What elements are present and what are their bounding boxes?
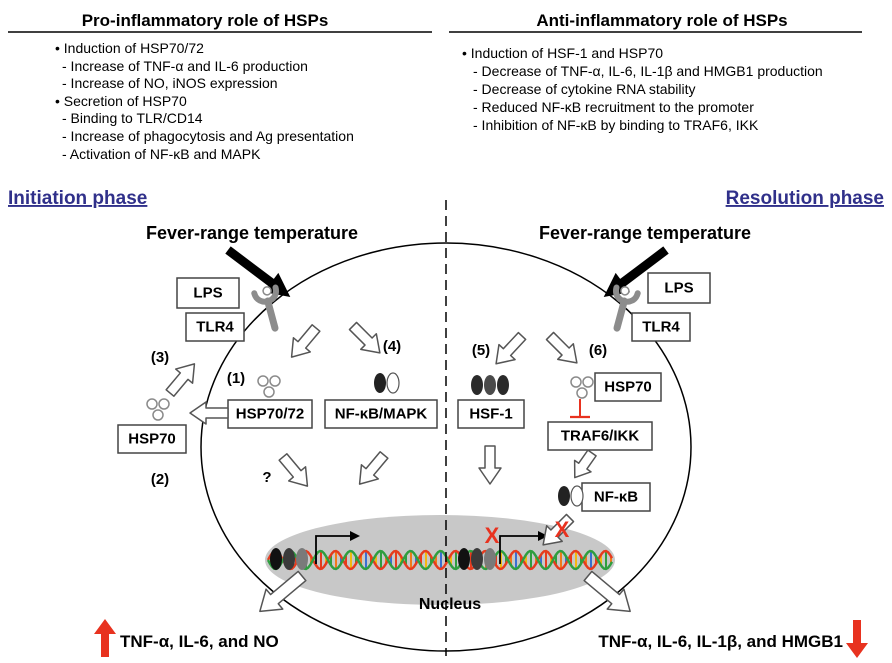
anti-line: - Decrease of cytokine RNA stability [473, 81, 696, 97]
nfkb-mapk-box: NF-κB/MAPK [324, 399, 438, 429]
fever-label-left: Fever-range temperature [146, 223, 358, 243]
step-4-label: (4) [383, 338, 401, 355]
anti-inflammatory-panel: Anti-inflammatory role of HSPs • Inducti… [449, 11, 862, 133]
hsp70-label: HSP70 [128, 431, 176, 448]
traf6-ikk-box: TRAF6/IKK [547, 421, 653, 451]
hsf1-label: HSF-1 [469, 406, 512, 423]
step-5-label: (5) [472, 342, 490, 359]
hsp-cluster-secreted [146, 398, 170, 421]
hsp70-label: HSP70 [604, 379, 652, 396]
anti-panel-title: Anti-inflammatory role of HSPs [536, 11, 787, 30]
step-6-label: (6) [589, 342, 607, 359]
gene-complex-right [458, 548, 496, 570]
gene-oval [458, 548, 470, 570]
lps-ligand-icon [262, 286, 272, 296]
pro-line: • Secretion of HSP70 [55, 93, 187, 109]
gene-oval [283, 548, 295, 570]
hsp70-72-label: HSP70/72 [236, 406, 304, 423]
pro-line: - Increase of TNF-α and IL-6 production [62, 58, 308, 74]
nfkb-mapk-label: NF-κB/MAPK [335, 406, 428, 423]
red-down-arrow-icon [846, 620, 868, 658]
transcription-arrow-left [315, 531, 360, 564]
red-up-arrow-icon [94, 619, 116, 657]
pro-inflammatory-panel: Pro-inflammatory role of HSPs • Inductio… [8, 11, 432, 162]
fever-label-right: Fever-range temperature [539, 223, 751, 243]
lps-box-left: LPS [176, 277, 240, 309]
pro-line: - Increase of phagocytosis and Ag presen… [62, 128, 354, 144]
output-left: TNF-α, IL-6, and NO [120, 632, 279, 651]
nfkb-oval-pair-right [558, 485, 584, 507]
pro-line: - Binding to TLR/CD14 [62, 110, 203, 126]
nucleus-label: Nucleus [419, 596, 481, 613]
output-right: TNF-α, IL-6, IL-1β, and HMGB1 [598, 632, 843, 651]
gene-oval [296, 548, 308, 570]
tlr4-receptor-left-icon [251, 284, 279, 332]
step-3-label: (3) [151, 349, 169, 366]
anti-line: - Reduced NF-κB recruitment to the promo… [473, 99, 754, 115]
pro-line: - Activation of NF-κB and MAPK [62, 146, 261, 162]
lps-label: LPS [664, 280, 693, 297]
pro-line: • Induction of HSP70/72 [55, 40, 204, 56]
anti-line: - Decrease of TNF-α, IL-6, IL-1β and HMG… [473, 63, 823, 79]
hsp70-72-box: HSP70/72 [227, 399, 313, 429]
hsp70-box-right: HSP70 [594, 372, 662, 402]
dna-strand [266, 549, 614, 571]
resolution-phase-label: Resolution phase [726, 188, 884, 209]
pro-line: - Increase of NO, iNOS expression [62, 75, 278, 91]
nfkb-label: NF-κB [594, 489, 638, 506]
step-2-label: (2) [151, 471, 169, 488]
nfkb-oval-pair-left [374, 372, 400, 394]
gene-oval [471, 548, 483, 570]
tlr4-label: TLR4 [196, 319, 234, 336]
anti-line: - Inhibition of NF-κB by binding to TRAF… [473, 117, 759, 133]
hsp-cluster-intracellular [257, 375, 281, 398]
nfkb-box-right: NF-κB [581, 482, 651, 512]
lps-label: LPS [193, 285, 222, 302]
tlr4-receptor-right-icon [613, 284, 641, 332]
lps-box-right: LPS [647, 272, 711, 304]
pro-panel-title: Pro-inflammatory role of HSPs [82, 11, 329, 30]
hsf1-box: HSF-1 [457, 399, 525, 429]
gene-complex-left [270, 548, 308, 570]
transcription-arrow-right [499, 531, 548, 564]
inhibition-bar-icon [570, 399, 590, 419]
block-mark-nfkb: X [555, 517, 570, 542]
anti-line: • Induction of HSF-1 and HSP70 [462, 45, 663, 61]
traf6-ikk-label: TRAF6/IKK [561, 428, 640, 445]
hsp-cluster-right [570, 376, 594, 399]
tlr4-box-left: TLR4 [185, 312, 245, 342]
step-1-label: (1) [227, 370, 245, 387]
lps-ligand-icon [620, 286, 630, 296]
tlr4-box-right: TLR4 [631, 312, 691, 342]
hsp70-secreted-box: HSP70 [117, 424, 187, 454]
gene-oval [484, 548, 496, 570]
tlr4-label: TLR4 [642, 319, 680, 336]
hsf1-trimer [471, 375, 509, 395]
gene-oval [270, 548, 282, 570]
dna-strand [266, 549, 614, 571]
unknown-mechanism-mark: ? [262, 469, 271, 486]
block-mark-promoter: X [485, 523, 500, 548]
initiation-phase-label: Initiation phase [8, 188, 147, 209]
